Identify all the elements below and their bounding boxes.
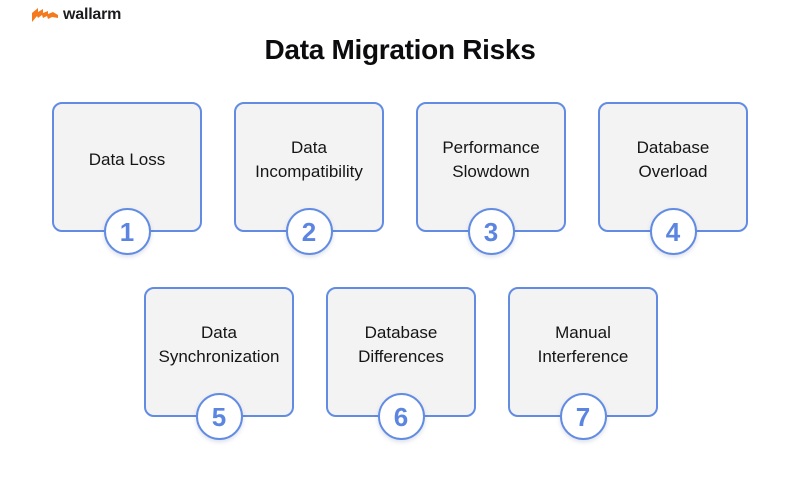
risk-label-line: Database [364, 323, 438, 342]
risk-label-line: Data [201, 323, 237, 342]
risk-label-line: Interference [537, 347, 629, 366]
risk-label: Database Overload [600, 136, 746, 184]
risk-label-line: Overload [638, 162, 708, 181]
wallarm-flag-icon [32, 8, 58, 22]
risk-number-badge: 1 [103, 208, 151, 255]
risk-card-7: Manual Interference 7 [508, 287, 658, 440]
risk-card-5: Data Synchronization 5 [144, 287, 294, 440]
page-title: Data Migration Risks [264, 34, 536, 65]
risk-card-1: Data Loss 1 [52, 102, 202, 255]
risk-label-line: Data Loss [88, 150, 166, 169]
risk-card-3: Performance Slowdown 3 [416, 102, 566, 255]
risk-card-4: Database Overload 4 [598, 102, 748, 255]
risk-label: Data Loss [54, 148, 200, 172]
risk-number-badge: 7 [559, 393, 607, 440]
risk-label: Database Differences [328, 321, 474, 369]
risk-label: Manual Interference [510, 321, 656, 369]
risk-label: Performance Slowdown [418, 136, 564, 184]
risk-number-badge: 5 [195, 393, 243, 440]
risk-card-2: Data Incompatibility 2 [234, 102, 384, 255]
risk-number-badge: 6 [377, 393, 425, 440]
brand-logo: wallarm [32, 6, 121, 24]
risk-label: Data Incompatibility [236, 136, 382, 184]
risk-label-line: Manual [555, 323, 611, 342]
risk-number-badge: 3 [467, 208, 515, 255]
risk-label-line: Differences [358, 347, 444, 366]
risk-label-line: Performance [442, 138, 540, 157]
brand-name: wallarm [63, 6, 122, 23]
risk-label-line: Incompatibility [255, 162, 363, 181]
risk-number-badge: 2 [285, 208, 333, 255]
risk-label-line: Synchronization [158, 347, 280, 366]
risk-label-line: Database [636, 138, 710, 157]
risk-label-line: Data [291, 138, 327, 157]
risk-card-6: Database Differences 6 [326, 287, 476, 440]
risk-label-line: Slowdown [452, 162, 530, 181]
risk-label: Data Synchronization [146, 321, 292, 369]
risk-number-badge: 4 [649, 208, 697, 255]
